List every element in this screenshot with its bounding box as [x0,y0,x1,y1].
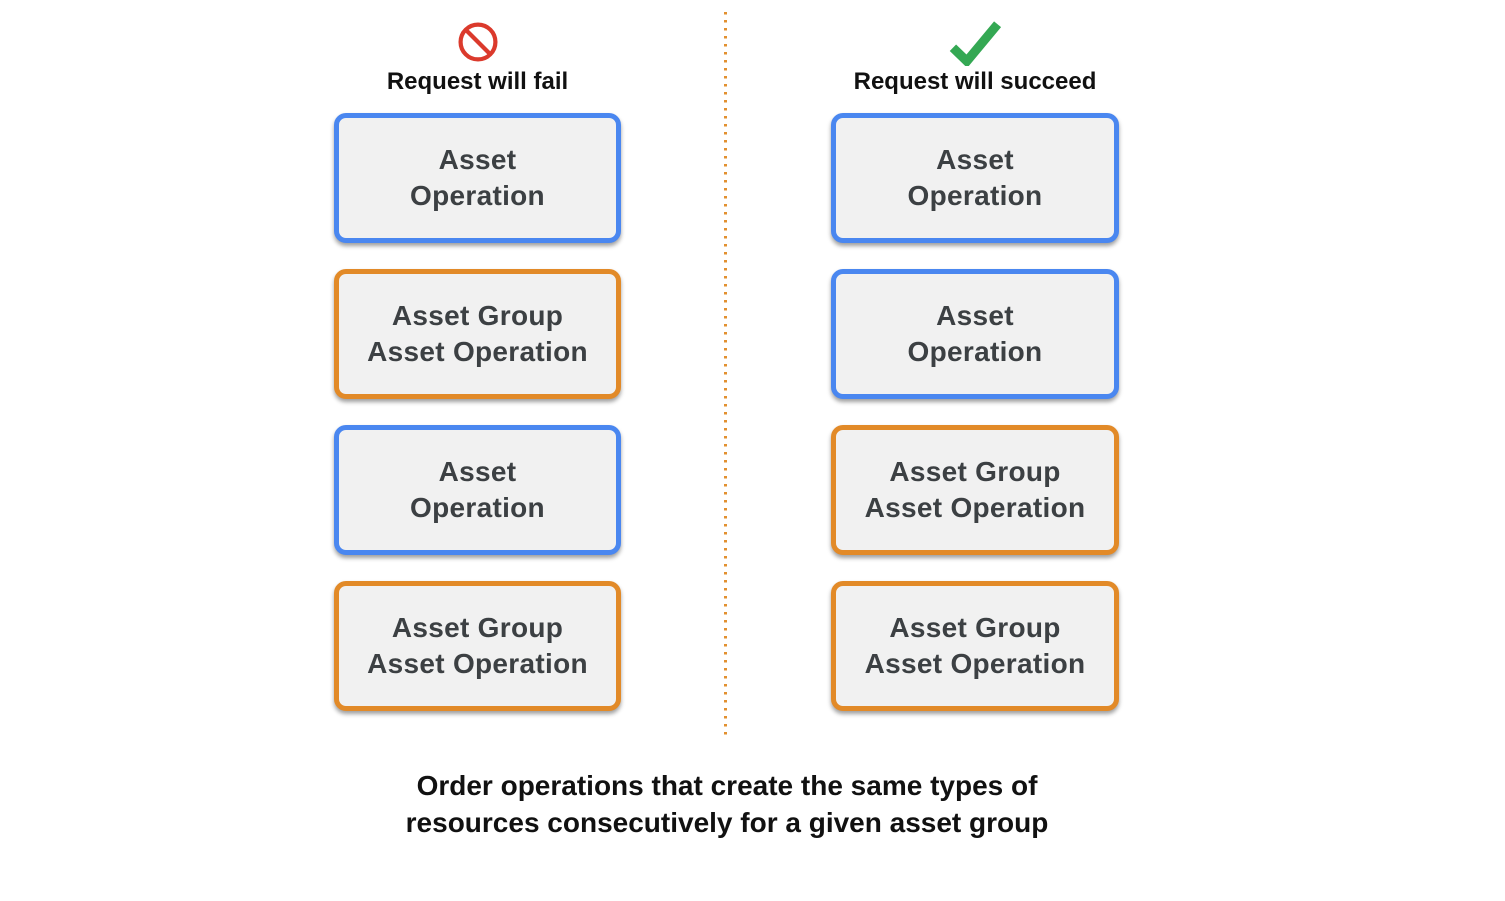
diagram-caption: Order operations that create the same ty… [302,767,1152,841]
asset-operation-box: Asset Operation [334,113,621,243]
box-label-line: Asset Operation [367,648,588,679]
checkmark-icon [946,16,1004,68]
asset-operation-box: Asset Operation [831,269,1119,399]
box-label-line: Asset Group [889,456,1061,487]
succeed-column: Request will succeed Asset Operation Ass… [831,16,1119,737]
box-label-line: Asset [936,300,1014,331]
asset-group-asset-operation-box: Asset Group Asset Operation [334,269,621,399]
asset-group-asset-operation-box: Asset Group Asset Operation [831,581,1119,711]
box-label-line: Operation [410,492,545,523]
caption-line: Order operations that create the same ty… [416,770,1038,801]
box-label-line: Operation [907,336,1043,367]
dotted-divider [724,12,727,738]
box-label-line: Operation [410,180,545,211]
fail-column-header: Request will fail [386,68,569,95]
asset-operation-box: Asset Operation [831,113,1119,243]
box-label-line: Asset Operation [864,492,1086,523]
box-label-line: Asset [438,456,517,487]
box-label-line: Operation [907,180,1043,211]
box-label-line: Asset Group [889,612,1061,643]
succeed-column-header: Request will succeed [853,68,1097,95]
fail-column: Request will fail Asset Operation Asset … [334,16,621,737]
box-label-line: Asset Operation [864,648,1086,679]
caption-line: resources consecutively for a given asse… [405,807,1049,838]
box-label-line: Asset Operation [367,336,588,367]
asset-group-asset-operation-box: Asset Group Asset Operation [334,581,621,711]
box-label-line: Asset [936,144,1014,175]
asset-operation-box: Asset Operation [334,425,621,555]
box-label-line: Asset Group [391,300,564,331]
box-label-line: Asset [438,144,517,175]
prohibition-icon [456,16,500,68]
asset-group-asset-operation-box: Asset Group Asset Operation [831,425,1119,555]
box-label-line: Asset Group [391,612,564,643]
